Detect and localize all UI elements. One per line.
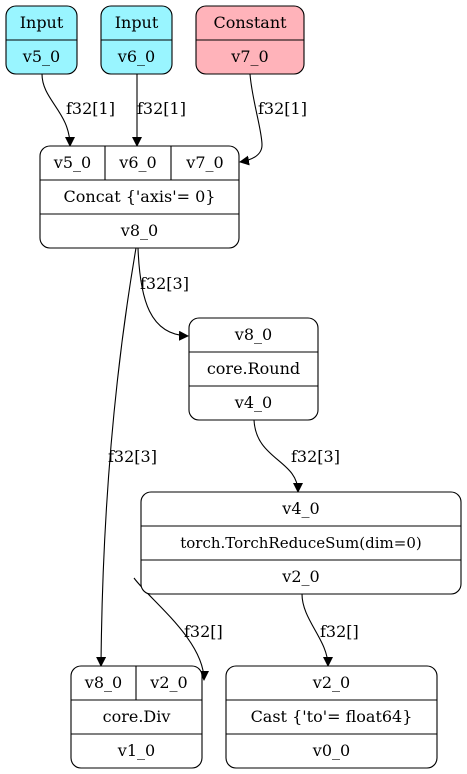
node-kind: Input (115, 13, 159, 32)
node-name: v5_0 (22, 47, 60, 66)
node-op: Cast {'to'= float64} (251, 707, 413, 726)
input-port: v8_0 (234, 325, 272, 344)
node-round[interactable]: v8_0 core.Round v4_0 (188, 317, 319, 421)
node-constant-v7[interactable]: Constant v7_0 (195, 5, 305, 75)
edge-label: f32[3] (140, 274, 189, 293)
input-port: v5_0 (53, 153, 91, 172)
node-concat[interactable]: v5_0 v6_0 v7_0 Concat {'axis'= 0} v8_0 (39, 145, 240, 249)
node-div[interactable]: v8_0 v2_0 core.Div v1_0 (70, 665, 203, 769)
edge-label: f32[3] (108, 447, 157, 466)
edge-label: f32[1] (258, 99, 307, 118)
edge-v6-to-concat: f32[1] (132, 74, 186, 147)
input-port: v6_0 (118, 153, 156, 172)
output-port: v0_0 (312, 741, 350, 760)
node-name: v6_0 (117, 47, 155, 66)
edge-concat-to-div: f32[3] (96, 247, 157, 667)
edge-label: f32[1] (66, 99, 115, 118)
output-port: v1_0 (117, 741, 155, 760)
input-port: v4_0 (281, 499, 319, 518)
edge-reduce-to-cast: f32[] (301, 593, 359, 667)
output-port: v4_0 (234, 393, 272, 412)
node-op: Concat {'axis'= 0} (64, 187, 216, 206)
input-port: v8_0 (84, 673, 122, 692)
node-cast[interactable]: v2_0 Cast {'to'= float64} v0_0 (225, 665, 438, 769)
edge-label: f32[3] (291, 447, 340, 466)
input-port: v7_0 (185, 153, 223, 172)
edge-label: f32[] (184, 622, 223, 641)
output-port: v2_0 (281, 567, 319, 586)
node-box (140, 491, 462, 595)
input-port: v2_0 (149, 673, 187, 692)
edge-round-to-reduce: f32[3] (253, 419, 340, 493)
input-port: v2_0 (312, 673, 350, 692)
node-kind: Input (20, 13, 64, 32)
node-input-v5[interactable]: Input v5_0 (5, 5, 78, 75)
edge-label: f32[] (320, 622, 359, 641)
edge-concat-to-round: f32[3] (137, 247, 189, 341)
node-op: core.Round (207, 359, 300, 378)
node-box (188, 317, 319, 421)
node-reduce-sum[interactable]: v4_0 torch.TorchReduceSum(dim=0) v2_0 (140, 491, 462, 595)
node-op: torch.TorchReduceSum(dim=0) (180, 534, 421, 552)
edge-label: f32[1] (137, 99, 186, 118)
edge-v7-to-concat: f32[1] (239, 73, 307, 166)
output-port: v8_0 (120, 221, 158, 240)
node-box (39, 145, 240, 249)
edge-v5-to-concat: f32[1] (41, 73, 115, 147)
node-kind: Constant (213, 13, 287, 32)
node-name: v7_0 (230, 47, 268, 66)
node-input-v6[interactable]: Input v6_0 (100, 5, 173, 75)
node-box (225, 665, 438, 769)
node-op: core.Div (103, 707, 171, 726)
